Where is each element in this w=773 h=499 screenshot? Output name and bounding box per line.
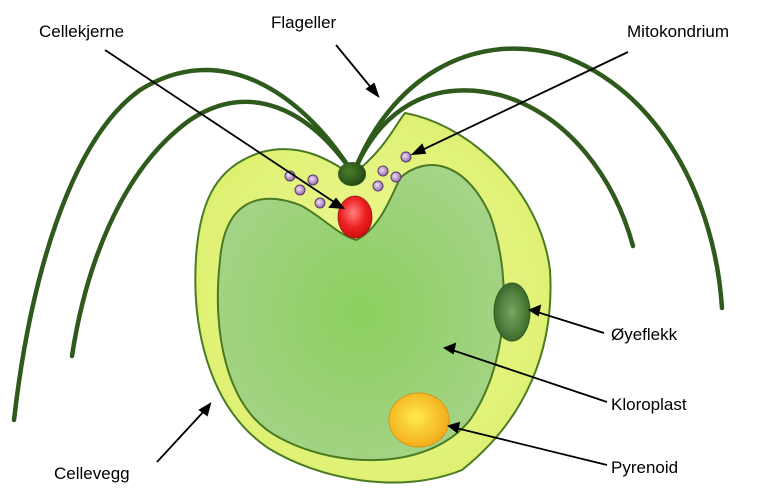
pyrenoid [389, 393, 449, 447]
label-mitochondrion: Mitokondrium [627, 22, 729, 41]
label-chloroplast: Kloroplast [611, 395, 687, 414]
mitochondrion [378, 166, 388, 176]
arrow-cell-wall [157, 404, 210, 462]
label-pyrenoid: Pyrenoid [611, 458, 678, 477]
basal-body [338, 162, 366, 186]
mitochondrion [295, 185, 305, 195]
eyespot [494, 283, 530, 341]
label-flagella: Flageller [271, 13, 337, 32]
label-nucleus: Cellekjerne [39, 22, 124, 41]
label-cell-wall: Cellevegg [54, 464, 130, 483]
arrow-flagella [336, 45, 378, 96]
mitochondrion [401, 152, 411, 162]
mitochondrion [373, 181, 383, 191]
nucleus [338, 196, 372, 238]
mitochondrion [391, 172, 401, 182]
label-eyespot: Øyeflekk [611, 325, 678, 344]
mitochondrion [308, 175, 318, 185]
mitochondrion [315, 198, 325, 208]
